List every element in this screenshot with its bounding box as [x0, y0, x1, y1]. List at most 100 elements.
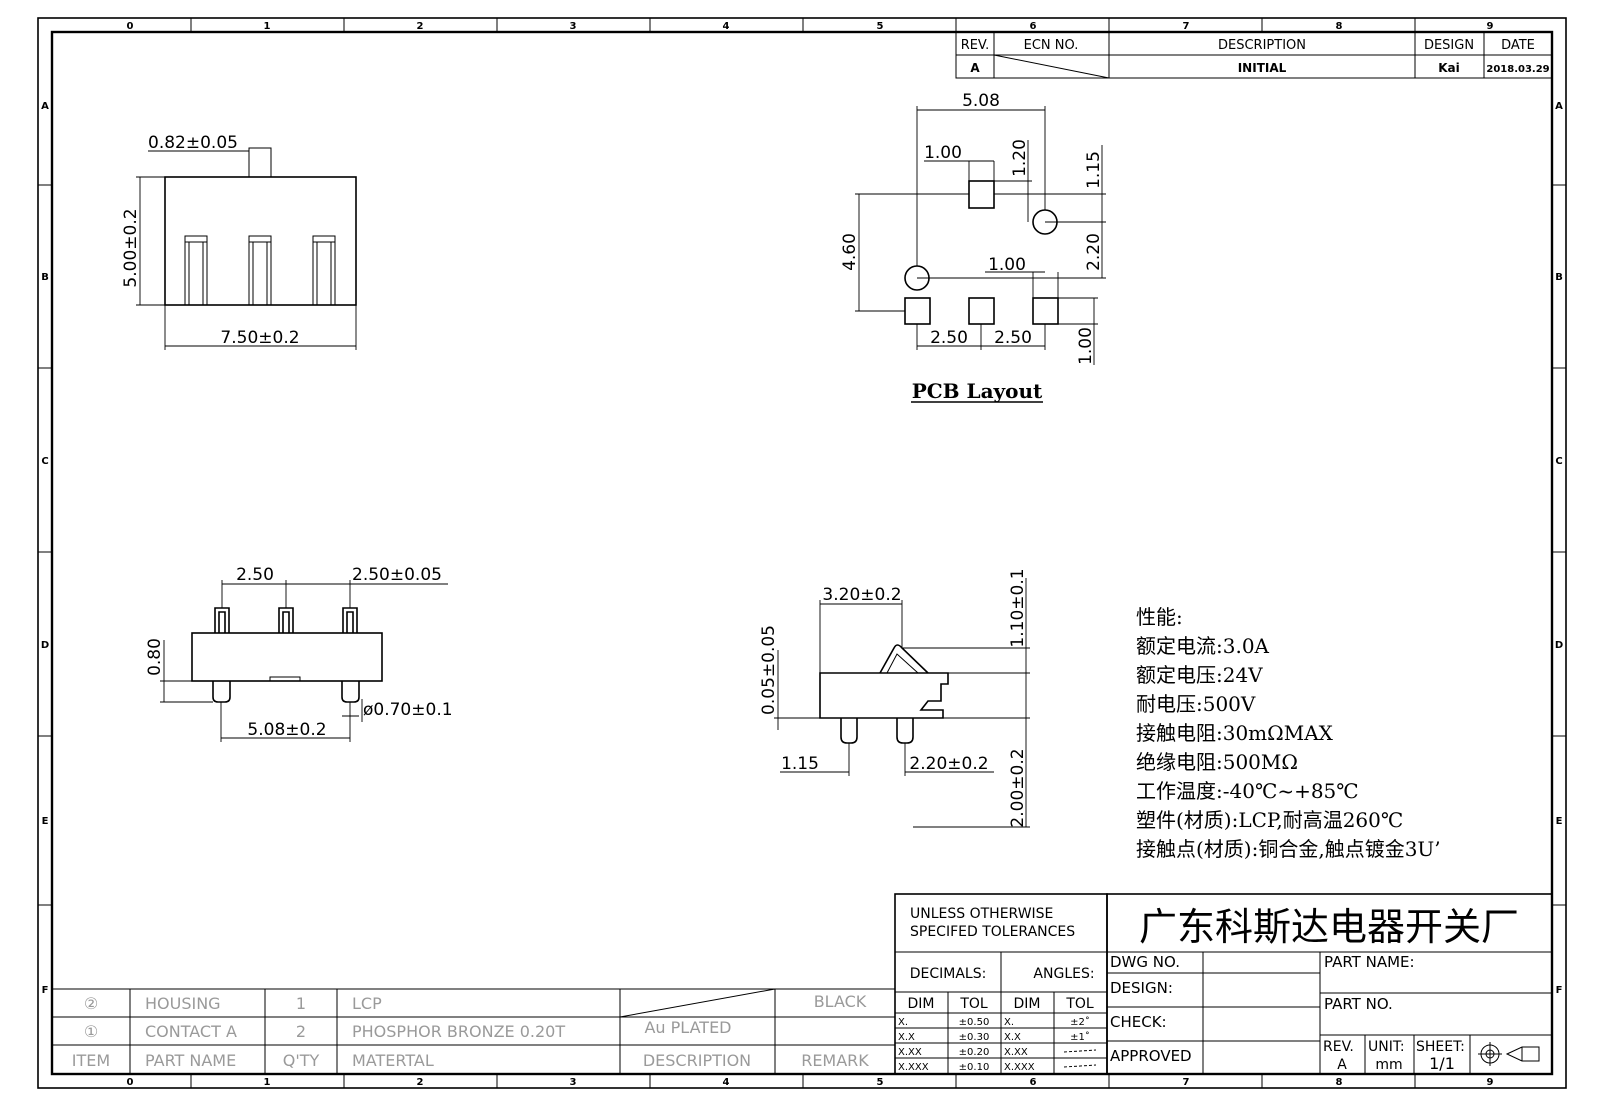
zone-col-1-top: 1: [264, 21, 271, 32]
side-view: 3.20±0.2 1.10±0.1 0.05±0.05 1.15 2.20±0.…: [759, 568, 1030, 828]
bom-row-remark: BLACK: [814, 992, 867, 1011]
bom-header-remark: REMARK: [801, 1051, 869, 1070]
zone-col-9-top: 9: [1487, 21, 1494, 32]
decimal-row-dim: X.X: [898, 1032, 915, 1043]
zone-col-8-top: 8: [1336, 21, 1343, 32]
angles-label: ANGLES:: [1033, 966, 1094, 982]
rev-value: A: [970, 61, 980, 75]
zone-col-9-bottom: 9: [1487, 1077, 1494, 1088]
zone-col-7-bottom: 7: [1183, 1077, 1190, 1088]
zone-row-e-right: E: [1556, 816, 1563, 827]
zone-row-a-left: A: [41, 101, 49, 112]
zone-col-5-bottom: 5: [877, 1077, 884, 1088]
spec-contact-resistance: 接触电阻:30mΩMAX: [1136, 721, 1334, 745]
tolerance-title-line2: SPECIFED TOLERANCES: [910, 924, 1075, 940]
decimal-row-dim: X.XX: [898, 1047, 922, 1058]
bom-row-part: HOUSING: [145, 994, 221, 1013]
front-dim-post-span: 5.08±0.2: [247, 720, 326, 740]
angle-row-tol: ±1˚: [1070, 1031, 1090, 1043]
zone-row-e-left: E: [42, 816, 49, 827]
front-dim-height: 0.80: [145, 638, 165, 676]
zone-row-d-right: D: [1555, 640, 1563, 651]
decimal-row-dim: X.: [898, 1017, 908, 1028]
zone-col-6-top: 6: [1030, 21, 1037, 32]
front-dim-pitch: 2.50: [236, 565, 274, 585]
zone-row-f-left: F: [42, 985, 49, 996]
approved-label: APPROVED: [1110, 1047, 1192, 1065]
specifications: 性能: 额定电流:3.0A 额定电压:24V 耐电压:500V 接触电阻:30m…: [1136, 605, 1441, 861]
angles-dim-header: DIM: [1014, 996, 1041, 1012]
zone-row-d-left: D: [41, 640, 49, 651]
angles-tol-header: TOL: [1065, 996, 1094, 1012]
angle-row-dim: X.XXX: [1004, 1062, 1035, 1073]
zone-row-f-right: F: [1556, 985, 1563, 996]
zone-col-1-bottom: 1: [264, 1077, 271, 1088]
pcb-dim-pitch-right: 2.50: [994, 328, 1032, 348]
spec-housing-material: 塑件(材质):LCP,耐高温260℃: [1136, 808, 1403, 832]
zone-col-4-bottom: 4: [723, 1077, 730, 1088]
spec-insulation-resistance: 绝缘电阻:500MΩ: [1136, 750, 1298, 774]
bom-row-description: Au PLATED: [644, 1018, 731, 1037]
side-dim-top: 3.20±0.2: [822, 585, 901, 605]
dim-body-height: 5.00±0.2: [121, 208, 141, 287]
check-label: CHECK:: [1110, 1013, 1167, 1031]
decimals-dim-header: DIM: [908, 996, 935, 1012]
decimals-label: DECIMALS:: [910, 966, 987, 982]
zone-row-c-left: C: [41, 456, 48, 467]
bill-of-materials: ITEM PART NAME Q'TY MATERTAL DESCRIPTION…: [52, 988, 895, 1074]
zone-col-0-bottom: 0: [127, 1077, 134, 1088]
angle-row-tol: ±2˚: [1070, 1016, 1090, 1028]
bom-row-qty: 2: [296, 1022, 306, 1041]
design-label: DESIGN:: [1110, 979, 1173, 997]
bom-row-item: ②: [84, 994, 98, 1013]
pcb-dim-width: 5.08: [962, 91, 1000, 111]
bom-row-material: PHOSPHOR BRONZE 0.20T: [352, 1022, 565, 1041]
bom-header-description: DESCRIPTION: [643, 1051, 751, 1070]
angle-row-dim: X.: [1004, 1017, 1014, 1028]
pcb-dim-mid-pad: 1.00: [988, 255, 1026, 275]
pcb-layout-view: 5.08 1.00 1.20 1.15 4.60 2.20 1.00 2.50 …: [840, 91, 1106, 403]
zone-col-3-top: 3: [570, 21, 577, 32]
decimal-row-tol: ±0.30: [959, 1032, 990, 1043]
decimal-row-tol: ±0.10: [959, 1062, 990, 1073]
title-block: 广东科斯达电器开关厂 DWG NO. DESIGN: CHECK: APPROV…: [1106, 893, 1553, 1075]
dim-body-width: 7.50±0.2: [220, 328, 299, 348]
bom-row-material: LCP: [352, 994, 382, 1013]
angle-row-dim: X.X: [1004, 1032, 1021, 1043]
spec-title: 性能:: [1136, 605, 1183, 629]
dwg-no-label: DWG NO.: [1110, 953, 1180, 971]
decimal-row-tol: ±0.20: [959, 1047, 990, 1058]
description-header: DESCRIPTION: [1218, 38, 1306, 53]
zone-col-5-top: 5: [877, 21, 884, 32]
spec-withstand-voltage: 耐电压:500V: [1136, 692, 1256, 716]
angle-row-dim: X.XX: [1004, 1047, 1028, 1058]
company-name: 广东科斯达电器开关厂: [1139, 905, 1519, 949]
side-dim-travel: 1.10±0.1: [1008, 568, 1028, 647]
pcb-dim-2-20: 2.20: [1084, 233, 1104, 271]
drawing-frame: 0 1 2 3 4 5 6 7 8 9 0 1 2 3 4 5 6 7 8 9 …: [37, 17, 1567, 1089]
top-view: 0.82±0.05 5.00±0.2 7.50±0.2: [121, 133, 357, 350]
unit-label: UNIT:: [1368, 1039, 1405, 1055]
pcb-dim-1-20: 1.20: [1010, 139, 1030, 177]
decimal-row-tol: ±0.50: [959, 1017, 990, 1028]
side-dim-gap: 0.05±0.05: [759, 625, 779, 715]
pcb-layout-title: PCB Layout: [912, 379, 1043, 403]
front-view: 2.50 2.50±0.05 0.80 ø0.70±0.1 5.08±0.2: [145, 565, 453, 742]
zone-col-0-top: 0: [127, 21, 134, 32]
design-value: Kai: [1438, 61, 1460, 75]
pcb-dim-1-15: 1.15: [1084, 151, 1104, 189]
zone-row-b-left: B: [41, 272, 49, 283]
zone-col-7-top: 7: [1183, 21, 1190, 32]
rev-header: REV.: [961, 38, 990, 53]
part-no-label: PART NO.: [1324, 995, 1393, 1013]
bom-row-part: CONTACT A: [145, 1022, 237, 1041]
bom-header-material: MATERTAL: [352, 1051, 434, 1070]
rev-value-block: A: [1337, 1057, 1347, 1073]
tolerance-title-line1: UNLESS OTHERWISE: [910, 906, 1053, 922]
side-dim-left: 1.15: [781, 754, 819, 774]
zone-row-b-right: B: [1555, 272, 1563, 283]
unit-value: mm: [1375, 1057, 1402, 1073]
pcb-dim-pad-height: 1.00: [1076, 327, 1096, 365]
date-value: 2018.03.29: [1486, 64, 1549, 75]
